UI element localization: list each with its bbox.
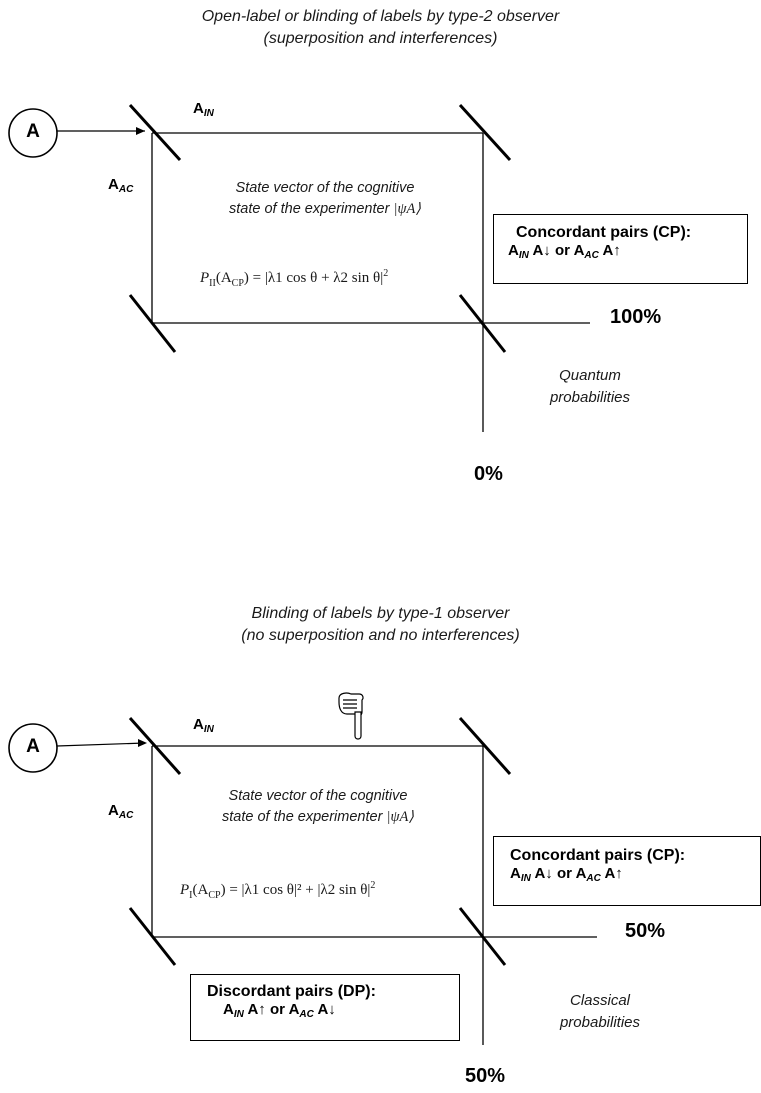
top-formula: PII(ACP) = |λ1 cos θ + λ2 sin θ|2 (200, 268, 388, 289)
top-input-arrowhead (136, 127, 145, 135)
bottom-pct-right: 50% (625, 920, 666, 942)
bottom-mirror-2 (458, 717, 512, 775)
bottom-formula-body-sub: CP (208, 890, 221, 901)
top-label-in-sub: IN (203, 108, 214, 119)
top-note-line2: probabilities (549, 389, 631, 406)
top-formula-rest: ) = |λ1 cos θ + λ2 sin θ| (243, 270, 384, 286)
top-formula-body-sub: CP (231, 278, 244, 289)
top-splitter-4 (458, 294, 507, 353)
top-mirror-3 (128, 294, 177, 353)
top-label-ac: AAC (108, 176, 133, 195)
bottom-title: Blinding of labels by type-1 observer (n… (0, 603, 761, 647)
top-title: Open-label or blinding of labels by type… (0, 6, 761, 50)
top-source-circle (8, 108, 58, 158)
bottom-interferometer (8, 717, 597, 1045)
bottom-cp-box-body: AIN A↓ or AAC A↑ (510, 865, 623, 884)
bottom-dp-box-head: Discordant pairs (DP): (207, 983, 376, 1000)
bottom-label-ac-sub: AC (118, 810, 134, 821)
bottom-label-in-sub: IN (203, 724, 214, 735)
bottom-formula-body: (A (192, 882, 209, 898)
bottom-label-ac-main: A (108, 802, 119, 819)
bottom-mirror-3 (128, 907, 177, 966)
top-label-in: AIN (193, 100, 214, 119)
bottom-dp-box-body: AIN A↑ or AAC A↓ (223, 1001, 336, 1020)
top-label-ac-sub: AC (118, 184, 134, 195)
bottom-dp-box: Discordant pairs (DP): AIN A↑ or AAC A↓ (190, 974, 460, 1041)
bottom-state-line1: State vector of the cognitive (228, 788, 408, 804)
top-cp-box: Concordant pairs (CP): AIN A↓ or AAC A↑ (493, 214, 748, 284)
top-formula-p-sub: II (209, 278, 216, 289)
top-state-ket: |ψA⟩ (393, 201, 421, 217)
bottom-formula-p-sub: I (189, 890, 193, 901)
top-title-line1: Open-label or blinding of labels by type… (201, 8, 560, 25)
bottom-note-line1: Classical (569, 992, 630, 1009)
bottom-label-in-main: A (193, 716, 204, 733)
bottom-cp-box-head: Concordant pairs (CP): (510, 847, 686, 864)
bottom-input-arrowhead (138, 739, 147, 747)
top-note: Quantum probabilities (520, 365, 660, 409)
top-formula-body: (A (215, 270, 232, 286)
bottom-input-beam (56, 742, 146, 747)
bottom-note: Classical probabilities (530, 990, 670, 1034)
bottom-title-line2: (no superposition and no interferences) (241, 627, 520, 644)
bottom-state-ket: |ψA⟩ (386, 809, 414, 825)
top-splitter-1 (128, 103, 182, 162)
bottom-formula-rest: ) = |λ1 cos θ|² + |λ2 sin θ| (220, 882, 371, 898)
bottom-source-label: A (26, 736, 40, 757)
bottom-note-line2: probabilities (559, 1014, 641, 1031)
bottom-formula: PI(ACP) = |λ1 cos θ|² + |λ2 sin θ|2 (180, 880, 375, 901)
bottom-label-ac: AAC (108, 802, 133, 821)
top-formula-power: 2 (383, 268, 389, 279)
bottom-cp-box: Concordant pairs (CP): AIN A↓ or AAC A↑ (493, 836, 761, 906)
top-title-line2: (superposition and interferences) (263, 30, 498, 47)
bottom-splitter-1 (128, 717, 182, 775)
pointing-hand-icon (338, 692, 364, 740)
top-mirror-2 (458, 103, 512, 162)
bottom-source-circle (8, 723, 58, 773)
bottom-pct-bottom: 50% (465, 1065, 506, 1087)
top-label-in-main: A (193, 100, 204, 117)
top-cp-box-head: Concordant pairs (CP): (516, 224, 692, 241)
bottom-splitter-4 (458, 907, 507, 966)
top-label-ac-main: A (108, 176, 119, 193)
top-state-line2-text: state of the experimenter (229, 201, 390, 217)
top-note-line1: Quantum (559, 367, 621, 384)
bottom-label-in: AIN (193, 716, 214, 735)
bottom-formula-power: 2 (370, 880, 376, 891)
top-interferometer (8, 103, 590, 432)
top-state-line2: state of the experimenter |ψA⟩ (175, 199, 475, 220)
bottom-state-line2-text: state of the experimenter (222, 809, 383, 825)
top-formula-p: P (200, 270, 210, 286)
top-state-text: State vector of the cognitive state of t… (175, 178, 475, 220)
top-pct-bottom: 0% (474, 463, 503, 485)
bottom-formula-p: P (180, 882, 190, 898)
top-source-label: A (26, 121, 40, 142)
bottom-state-text: State vector of the cognitive state of t… (158, 786, 478, 828)
bottom-state-line2: state of the experimenter |ψA⟩ (158, 807, 478, 828)
bottom-title-line1: Blinding of labels by type-1 observer (251, 605, 510, 622)
top-cp-box-body: AIN A↓ or AAC A↑ (508, 242, 621, 261)
top-state-line1: State vector of the cognitive (235, 180, 415, 196)
top-pct-right: 100% (610, 306, 662, 328)
